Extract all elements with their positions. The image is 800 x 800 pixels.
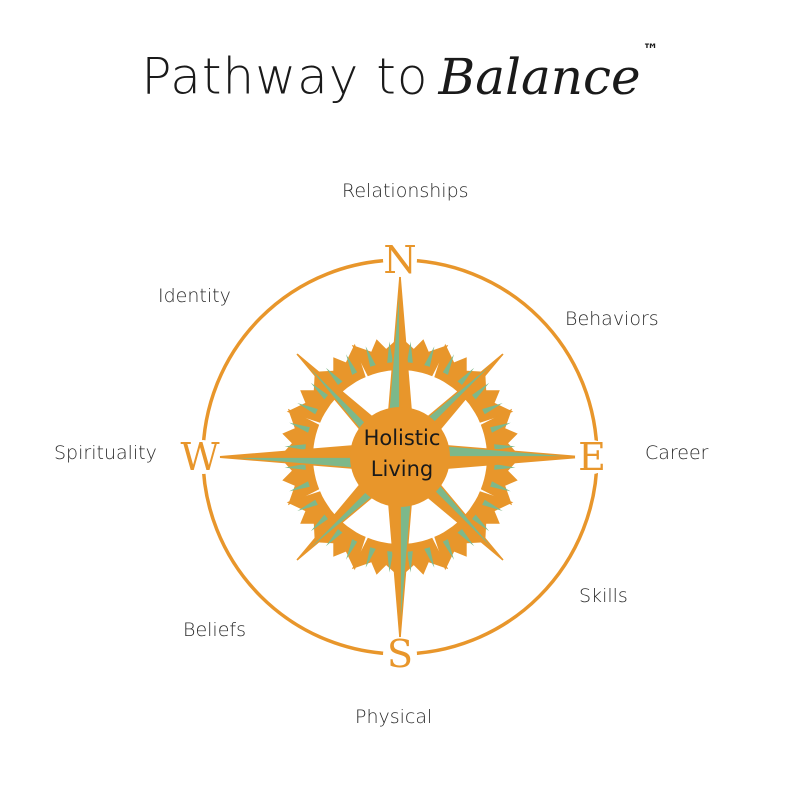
crown-accent [289,481,310,492]
south-gap [383,637,417,671]
crown-accent [442,539,454,560]
crown-accent [424,346,435,367]
crown-segment [351,537,402,579]
crown-segment [398,335,449,377]
label-relationships: Relationships [342,180,469,202]
label-beliefs: Beliefs [183,619,246,641]
center-line-2: Living [371,457,433,481]
crown-segment [278,408,320,459]
crown-accent [289,422,310,433]
crown-accent [494,464,516,470]
center-line-1: Holistic [364,426,441,450]
crown-accent [424,547,435,568]
crown-accent [325,529,343,547]
crown-segment [398,537,449,579]
crown-accent [284,464,306,470]
crown-accent [442,354,454,375]
crown-accent [472,382,490,400]
north-gap [383,243,417,277]
crown-accent [297,403,318,415]
crown-accent [310,514,328,532]
cardinal-south: S [387,632,413,676]
crown-accent [457,367,475,385]
label-skills: Skills [579,585,628,607]
crown-accent [482,499,503,511]
crown-accent [346,354,358,375]
east-gap [575,440,609,474]
crown-ring [278,335,522,579]
crown-segment [278,455,320,506]
label-career: Career [645,442,709,464]
label-physical: Physical [355,706,433,728]
crown-accent [365,547,376,568]
label-behaviors: Behaviors [565,308,659,330]
crown-accent [387,551,393,573]
crown-accent [482,403,503,415]
crown-accent [472,514,490,532]
cardinal-east: E [578,435,606,479]
crown-accent [365,346,376,367]
crown-accent [490,422,511,433]
center-disc [350,407,450,507]
crown-accent [387,341,393,363]
crown-segment [480,455,522,506]
title-script: Balance [438,47,641,106]
crown-accent [310,382,328,400]
crown-accent [494,444,516,450]
label-spirituality: Spirituality [54,442,157,464]
crown-segment [351,335,402,377]
label-identity: Identity [158,285,231,307]
cardinal-west: W [180,435,219,479]
crown-accent [407,551,413,573]
crown-accent [457,529,475,547]
crown-accent [325,367,343,385]
cardinal-north: N [383,238,416,282]
west-gap [186,440,220,474]
crown-accent [284,444,306,450]
crown-accent [297,499,318,511]
title-main: Pathway to [141,47,429,106]
crown-accent [346,539,358,560]
crown-accent [407,341,413,363]
crown-accent [490,481,511,492]
trademark-symbol: ™ [642,40,659,59]
crown-segment [480,408,522,459]
